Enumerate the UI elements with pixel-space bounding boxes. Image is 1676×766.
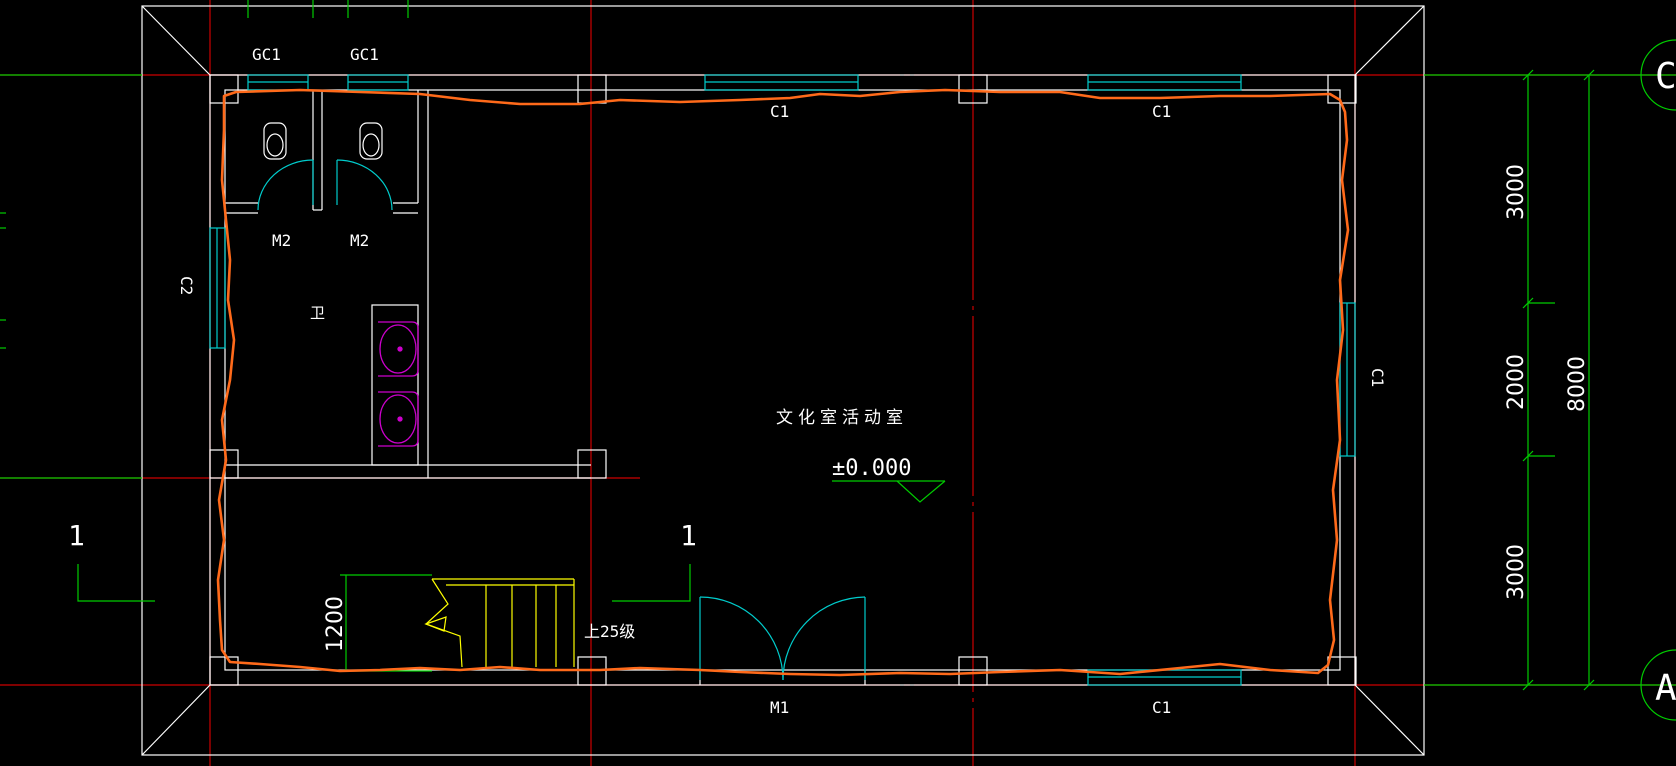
dimension-segment-bottom: 3000 [1504, 544, 1529, 600]
washbasin-upper-icon [378, 321, 419, 377]
door-m2-left [257, 159, 314, 211]
label-m2-left: M2 [272, 231, 291, 250]
dimension-stair-width: 1200 [323, 596, 348, 652]
window-c1-top-left [704, 74, 859, 91]
dimension-overall: 8000 [1565, 356, 1590, 412]
label-c2-left-wall: C2 [177, 276, 196, 295]
walls [209, 74, 1357, 686]
room-name: 文化室活动室 [776, 408, 908, 428]
axis-label-a: A [1655, 668, 1676, 709]
axis-bubble-a [1640, 649, 1676, 721]
window-gc1-left [247, 74, 309, 91]
outer-wall-inside [224, 89, 1341, 671]
axis-bubble-c [1640, 39, 1676, 111]
dimension-lines [0, 0, 1676, 691]
section-mark-left: 1 [68, 519, 85, 552]
axis-label-c: C [1655, 56, 1676, 97]
outer-wall-outside [209, 74, 1356, 686]
window-c2-left-wall [209, 227, 226, 349]
doors [257, 159, 866, 681]
window-c1-top-right [1087, 74, 1242, 91]
section-markers [77, 564, 691, 602]
section-marker-right-line [612, 564, 691, 602]
label-gc1-right: GC1 [350, 45, 379, 64]
label-restroom: 卫 [310, 304, 325, 322]
label-gc1-left: GC1 [252, 45, 281, 64]
dimension-segment-top: 3000 [1504, 164, 1529, 220]
toilet-left-icon [263, 122, 287, 160]
door-m1 [699, 596, 866, 681]
roof-outline [141, 5, 1425, 756]
windows [209, 74, 1356, 686]
toilet-right-icon [359, 122, 383, 160]
stair-note: 上25级 [584, 622, 635, 641]
label-c1-bottom: C1 [1152, 698, 1171, 717]
door-m2-right [336, 159, 393, 211]
labels: GC1 GC1 C1 C1 C1 M1 M2 M2 C2 C1 卫 文化室活动室… [68, 45, 1676, 717]
label-c1-top-right: C1 [1152, 102, 1171, 121]
window-gc1-right [347, 74, 409, 91]
section-mark-right: 1 [680, 519, 697, 552]
section-marker-left-line [77, 564, 155, 602]
label-m2-right: M2 [350, 231, 369, 250]
label-m1: M1 [770, 698, 789, 717]
label-c1-right-wall: C1 [1368, 368, 1387, 387]
elevation-mark [832, 480, 946, 503]
fixtures [263, 122, 419, 447]
staircase [424, 578, 575, 668]
window-c1-right-wall [1339, 302, 1356, 457]
washbasin-lower-icon [378, 391, 419, 447]
elevation-text: ±0.000 [832, 456, 911, 481]
dimension-texts: 3000 2000 3000 8000 1200 [323, 164, 1590, 652]
dimension-segment-middle: 2000 [1504, 354, 1529, 410]
label-c1-top-left: C1 [770, 102, 789, 121]
markup-outline [216, 88, 1350, 677]
axis-bubbles [1640, 39, 1676, 721]
